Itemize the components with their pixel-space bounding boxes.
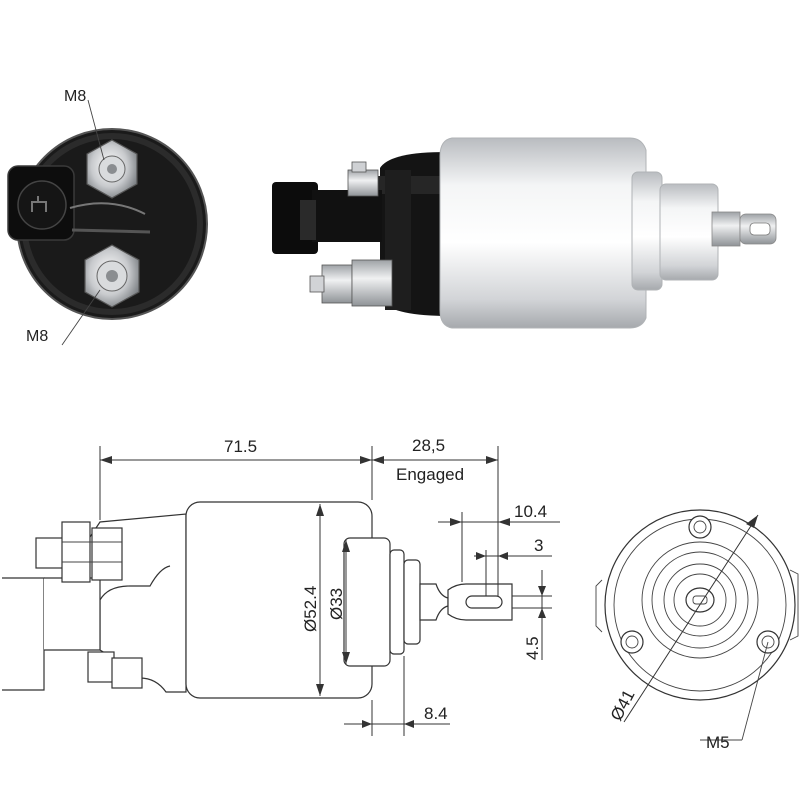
body-flange [631, 171, 663, 291]
dim-label-71-5: 71.5 [224, 437, 257, 456]
solenoid-body [439, 137, 647, 329]
front-plunger [685, 587, 715, 613]
mount-hole-top [688, 515, 712, 539]
upper-terminal-nut [86, 139, 138, 199]
dim-eye-offset: 10.4 [438, 502, 560, 582]
dim-eye-slot: 3 [474, 536, 552, 596]
dim-label-4-5: 4.5 [523, 636, 542, 660]
lower-stud [309, 259, 393, 307]
dim-label-8-4: 8.4 [424, 704, 448, 723]
dim-body-diameter: Ø52.4 [301, 504, 324, 696]
dim-eye-height: 4.5 [512, 570, 552, 660]
plunger-eye [739, 213, 777, 245]
front-drawing: Ø41 M5 [595, 509, 799, 752]
dim-label-28-5: 28,5 [412, 436, 445, 455]
dim-label-10-4: 10.4 [514, 502, 547, 521]
mount-hole-left [620, 630, 644, 654]
photo-end-view: M8 M8 [7, 88, 208, 346]
dim-plunger-travel: 28,5 Engaged [372, 436, 499, 582]
label-m8-top: M8 [64, 88, 86, 105]
label-m5: M5 [706, 733, 730, 752]
dim-nose-diameter: Ø33 [327, 540, 350, 664]
dim-label-41: Ø41 [607, 687, 639, 724]
stud-lower-drawing [87, 651, 115, 683]
dim-label-engaged: Engaged [396, 465, 464, 484]
dim-label-3: 3 [534, 536, 543, 555]
label-m8-bottom: M8 [26, 328, 48, 345]
dim-nose-length: 8.4 [344, 656, 450, 736]
dim-overall-length: 71.5 [99, 437, 373, 520]
side-drawing: 71.5 28,5 Engaged 10.4 3 [2, 436, 560, 736]
photo-side-view [272, 137, 777, 329]
stud-upper-drawing [35, 537, 65, 569]
dim-label-52-4: Ø52.4 [301, 586, 320, 632]
dim-label-33: Ø33 [327, 588, 346, 620]
plunger-tube [659, 183, 719, 281]
upper-stud [347, 161, 379, 197]
